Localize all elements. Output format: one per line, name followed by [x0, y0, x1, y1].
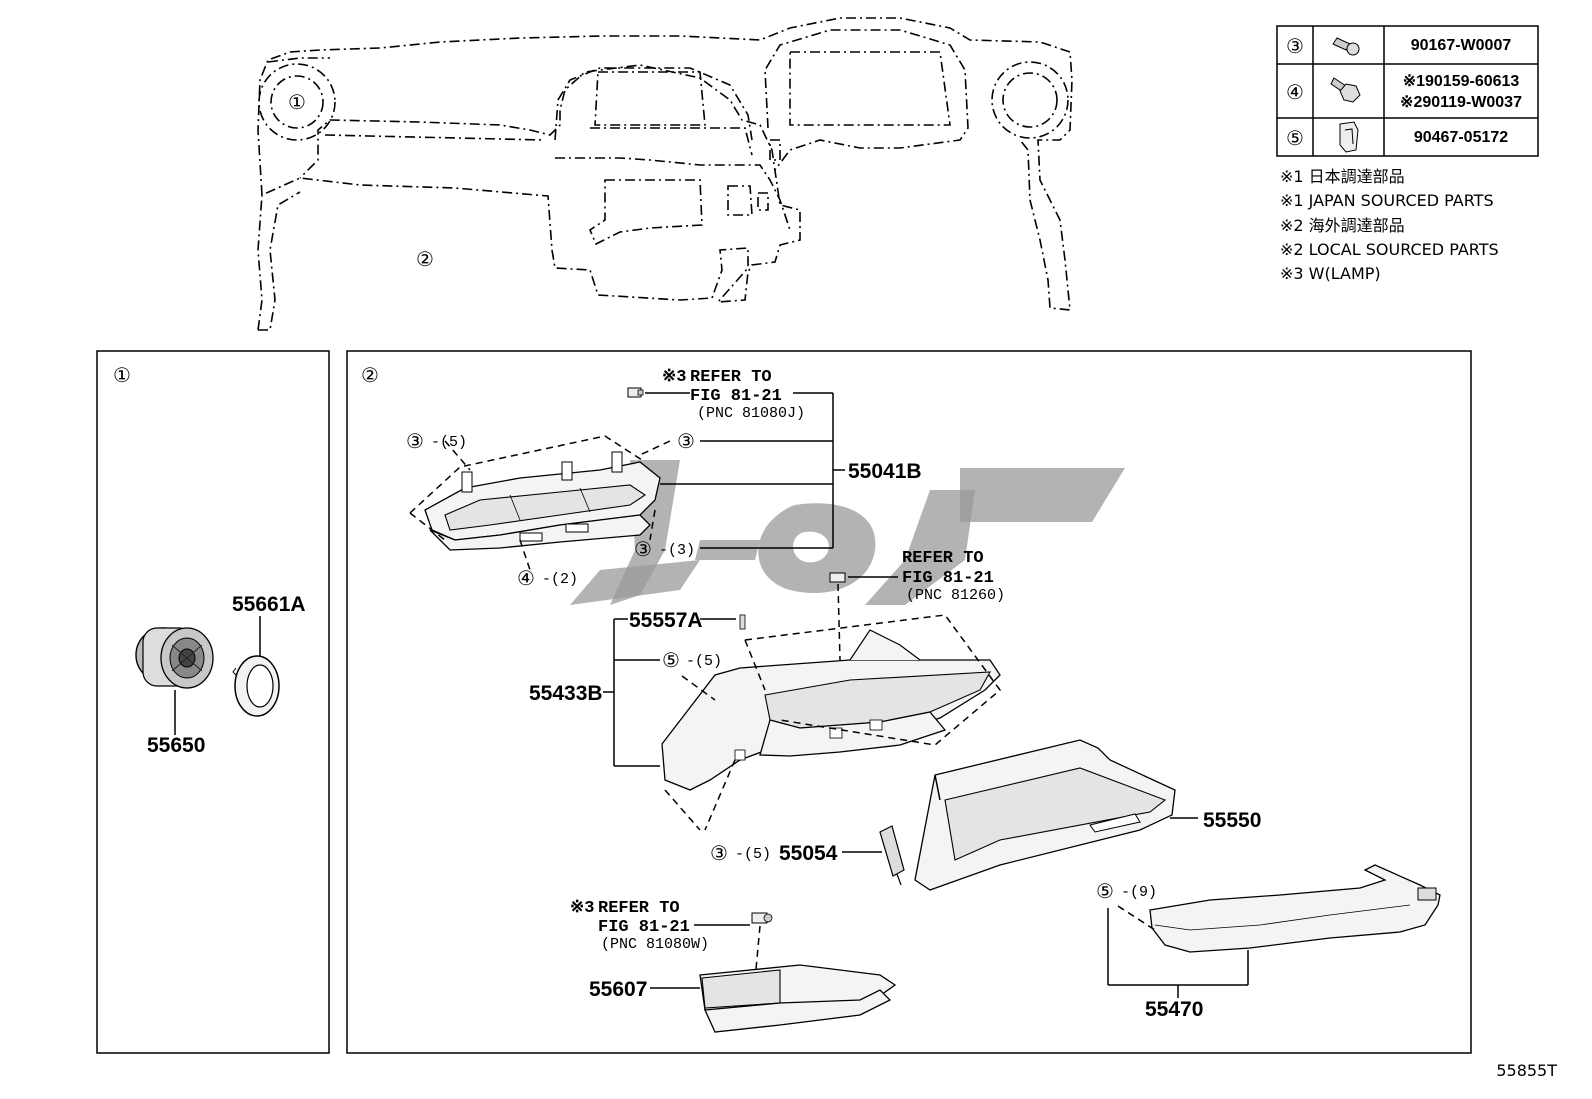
ref2-line1: REFER TO — [902, 549, 984, 568]
callout-3-c: ③ — [634, 539, 652, 561]
lamp-socket-icon-1 — [627, 387, 644, 398]
ref1-line2: FIG 81-21 — [690, 387, 782, 406]
table-callout-4: ④ — [1286, 82, 1304, 104]
panel-1-callout: ① — [113, 365, 131, 387]
legend-line-4: ※2 LOCAL SOURCED PARTS — [1280, 240, 1499, 259]
figure-code: 55855T — [1496, 1061, 1557, 1080]
under-cover-drawing — [699, 964, 897, 1033]
callout-1-dash: ① — [288, 92, 306, 114]
part-55470: 55470 — [1145, 998, 1203, 1021]
panel-1-frame — [96, 350, 330, 1054]
bezel-ring-drawing — [232, 655, 280, 717]
qty-3-5-b: -(5) — [735, 846, 771, 863]
legend-line-2: ※1 JAPAN SOURCED PARTS — [1280, 191, 1494, 210]
table-part-90467: 90467-05172 — [1414, 129, 1508, 146]
panel-2-frame — [346, 350, 1472, 1054]
lamp-socket-icon-2 — [829, 572, 846, 583]
damper-drawing — [879, 825, 905, 886]
ref1-line1: REFER TO — [690, 368, 772, 387]
callout-5-b: ⑤ — [1096, 881, 1114, 903]
part-55661A: 55661A — [232, 593, 306, 616]
table-part-90167: 90167-W0007 — [1411, 37, 1512, 54]
lower-panel-drawing — [661, 614, 1001, 791]
callout-4: ④ — [517, 568, 535, 590]
qty-3-3: -(3) — [659, 542, 695, 559]
garnish-drawing — [1149, 864, 1441, 953]
part-55054: 55054 — [779, 842, 838, 865]
vent-assembly-drawing — [135, 627, 214, 689]
fastener-table — [1276, 25, 1539, 157]
qty-4-2: -(2) — [542, 571, 578, 588]
ref2-pnc: (PNC 81260) — [906, 587, 1005, 604]
part-55041B: 55041B — [848, 460, 922, 483]
qty-5-9: -(9) — [1121, 884, 1157, 901]
clip-icon — [1339, 121, 1359, 153]
callout-2-dash: ② — [416, 249, 434, 271]
table-callout-5: ⑤ — [1286, 128, 1304, 150]
part-55550: 55550 — [1203, 809, 1261, 832]
ref2-line2: FIG 81-21 — [902, 569, 994, 588]
callout-3-a: ③ — [406, 431, 424, 453]
panel-2-callout: ② — [361, 365, 379, 387]
glove-box-drawing — [914, 739, 1176, 891]
ref3-line2: FIG 81-21 — [598, 918, 690, 937]
ref1-pnc: (PNC 81080J) — [697, 405, 805, 422]
callout-5-a: ⑤ — [662, 650, 680, 672]
part-55650: 55650 — [147, 734, 205, 757]
legend-line-1: ※1 日本調達部品 — [1280, 167, 1405, 186]
table-part-90159: ※190159-60613 — [1403, 73, 1520, 90]
ref1-mark: ※3 — [662, 368, 686, 387]
legend-line-5: ※3 W(LAMP) — [1280, 264, 1381, 283]
bolt-icon — [1332, 37, 1360, 56]
callout-3-d: ③ — [710, 843, 728, 865]
table-callout-3: ③ — [1286, 36, 1304, 58]
qty-3-5-a: -(5) — [431, 434, 467, 451]
upper-panel-drawing — [424, 451, 661, 551]
table-part-90119: ※290119-W0037 — [1400, 94, 1522, 111]
dashboard-outline — [257, 17, 1073, 331]
ref3-mark: ※3 — [570, 899, 594, 918]
part-55557A: 55557A — [629, 609, 703, 632]
callout-3-b: ③ — [677, 431, 695, 453]
lamp-socket-icon-3 — [751, 912, 773, 924]
part-55433B: 55433B — [529, 682, 603, 705]
part-55607: 55607 — [589, 978, 647, 1001]
qty-5-5: -(5) — [686, 653, 722, 670]
legend-line-3: ※2 海外調達部品 — [1280, 216, 1405, 235]
flange-bolt-icon — [1330, 77, 1361, 103]
ref3-pnc: (PNC 81080W) — [601, 936, 709, 953]
ref3-line1: REFER TO — [598, 899, 680, 918]
